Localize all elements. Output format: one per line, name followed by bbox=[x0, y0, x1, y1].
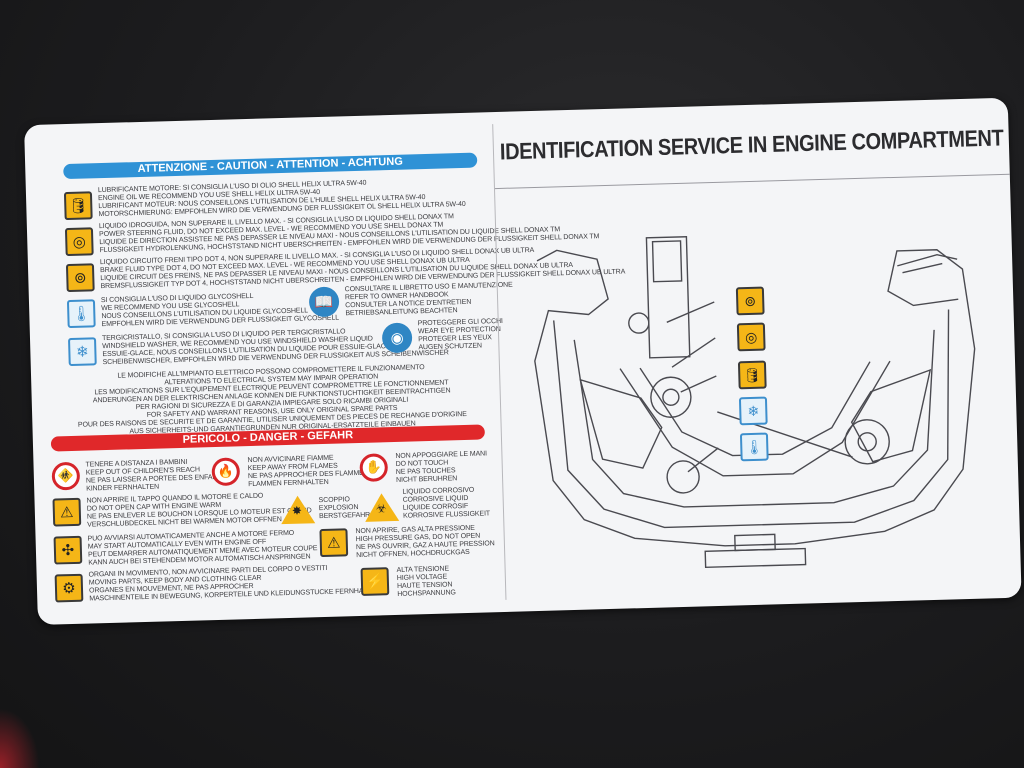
no-children-icon: 🚸 bbox=[51, 461, 81, 491]
diagram-oil-can-icon: 🛢 bbox=[737, 360, 767, 390]
diagram-coolant-icon: 🌡 bbox=[739, 432, 769, 462]
handbook-text: CONSULTARE IL LIBRETTO USO E MANUTENZION… bbox=[344, 281, 513, 318]
diagram-oil-cap-icon: ⊚ bbox=[735, 286, 765, 316]
hot-cap-icon: ⚠ bbox=[52, 497, 82, 527]
steering-wheel-icon: ◎ bbox=[64, 227, 94, 257]
diagram-washer-icon: ❄ bbox=[738, 396, 768, 426]
moving-parts-icon: ⚙ bbox=[54, 573, 84, 603]
engine-label-sticker: ATTENZIONE - CAUTION - ATTENTION - ACHTU… bbox=[24, 97, 1022, 626]
auto-start-text: PUO AVVIARSI AUTOMATICAMENTE ANCHE A MOT… bbox=[87, 529, 318, 567]
high-voltage-icon: ⚡ bbox=[360, 567, 390, 596]
background-red-object bbox=[0, 708, 40, 768]
no-touch-icon: ✋ bbox=[359, 453, 389, 482]
oil-can-icon: 🛢 bbox=[63, 191, 93, 221]
brake-fluid-icon: ⊚ bbox=[65, 263, 95, 293]
windshield-washer-icon: ❄ bbox=[67, 337, 97, 367]
explosion-icon: ✸ bbox=[280, 495, 316, 525]
auto-start-fan-icon: ✣ bbox=[53, 535, 83, 565]
coolant-icon: 🌡 bbox=[66, 299, 96, 329]
diagram-steering-icon: ◎ bbox=[736, 322, 766, 352]
engine-oil-text: LUBRIFICANTE MOTORE: SI CONSIGLIA L'USO … bbox=[97, 179, 466, 219]
high-pressure-icon: ⚠ bbox=[319, 528, 349, 558]
coolant-text: SI CONSIGLIA L'USO DI LIQUIDO GLYCOSHELL… bbox=[100, 292, 340, 329]
corrosive-icon: ☣ bbox=[364, 492, 400, 522]
title-underline bbox=[494, 173, 1010, 190]
caution-header: ATTENZIONE - CAUTION - ATTENTION - ACHTU… bbox=[63, 152, 478, 180]
no-flames-icon: 🔥 bbox=[211, 457, 241, 487]
moving-parts-text: ORGANI IN MOVIMENTO, NON AVVICINARE PART… bbox=[88, 564, 381, 603]
warnings-panel: ATTENZIONE - CAUTION - ATTENTION - ACHTU… bbox=[24, 112, 625, 625]
hot-cap-text: NON APRIRE IL TAPPO QUANDO IL MOTORE E C… bbox=[86, 492, 312, 529]
engine-diagram-panel: IDENTIFICATION SERVICE IN ENGINE COMPART… bbox=[493, 98, 1022, 612]
diagram-title: IDENTIFICATION SERVICE IN ENGINE COMPART… bbox=[499, 125, 1004, 166]
